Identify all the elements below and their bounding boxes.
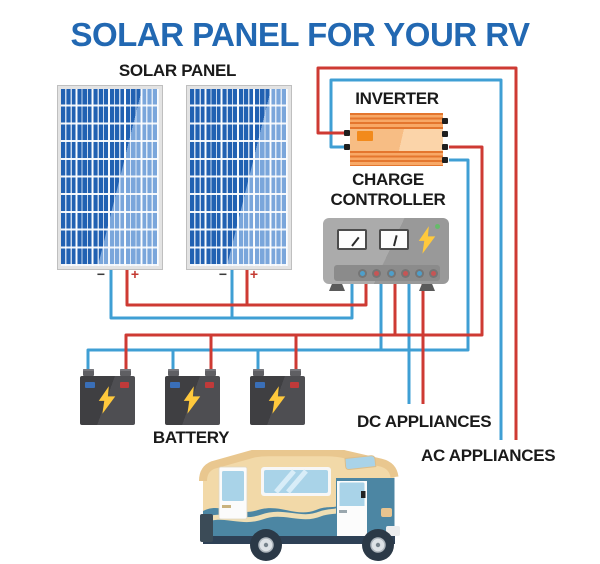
solar-panel-2: [187, 86, 291, 269]
battery-negative-badge: [170, 382, 180, 388]
battery-negative-post: [253, 369, 264, 376]
controller-terminal-negative: [387, 268, 396, 278]
battery-negative-post: [168, 369, 179, 376]
inverter-terminal: [442, 157, 448, 163]
solar-panel-1: [58, 86, 162, 269]
controller-terminal-negative: [415, 268, 424, 278]
battery-positive-badge: [120, 382, 129, 388]
wire-ac-negative: [329, 78, 503, 440]
battery-positive-badge: [290, 382, 299, 388]
charge-controller: [323, 218, 449, 291]
panel1-positive-mark: +: [130, 266, 140, 282]
controller-terminal-positive: [429, 268, 438, 278]
gauge-needle: [351, 236, 360, 247]
wire-battery-negative-bus: [86, 158, 470, 371]
battery-positive-badge: [205, 382, 214, 388]
rv-rear-wheel: [250, 529, 282, 561]
panel2-negative-mark: −: [218, 266, 228, 282]
inverter-terminal: [442, 144, 448, 150]
inverter-fins-bottom: [350, 151, 443, 166]
controller-terminal-positive: [372, 268, 381, 278]
battery-positive-post: [120, 369, 131, 376]
battery-1: [80, 369, 135, 425]
battery-negative-badge: [255, 382, 265, 388]
inverter-terminal: [344, 144, 350, 150]
charge-controller-label-line2: CONTROLLER: [330, 190, 446, 209]
wire-battery-positive-bus: [124, 145, 484, 371]
inverter: [344, 113, 448, 166]
rv-body: [199, 450, 400, 561]
rv-fender-patch: [381, 508, 392, 517]
rv-roof-band: [199, 450, 399, 482]
rv-door-handle: [222, 505, 231, 508]
battery-2: [165, 369, 220, 425]
rv-rear-bumper: [200, 514, 213, 542]
rv-front-bumper: [386, 526, 400, 536]
controller-foot: [419, 284, 435, 291]
battery-positive-post: [205, 369, 216, 376]
rv-skirt: [203, 536, 395, 544]
inverter-terminal: [442, 118, 448, 124]
lightning-icon: [98, 386, 116, 414]
battery-negative-badge: [85, 382, 95, 388]
positive-wires: [124, 66, 518, 440]
gauge-icon: [337, 229, 367, 250]
rv-front-wheel: [362, 529, 394, 561]
charge-controller-label-line1: CHARGE: [352, 170, 424, 189]
controller-terminal-negative: [358, 268, 367, 278]
battery-label: BATTERY: [152, 428, 230, 447]
battery-negative-post: [83, 369, 94, 376]
rv-door-window: [222, 471, 244, 501]
status-led: [435, 224, 440, 229]
rv-cab-door-handle: [339, 510, 347, 513]
inverter-terminal: [442, 131, 448, 137]
solar-panel-label: SOLAR PANEL: [118, 61, 237, 80]
rv-cabover-window: [344, 455, 377, 471]
rv-window-glare: [274, 469, 308, 494]
rv-illustration: [199, 450, 400, 561]
panel2-positive-mark: +: [249, 266, 259, 282]
wire-ac-positive: [316, 66, 518, 440]
inverter-faceplate: [350, 129, 443, 151]
charge-controller-label: CHARGE CONTROLLER: [308, 170, 468, 210]
inverter-fins-top: [350, 113, 443, 129]
battery-3: [250, 369, 305, 425]
negative-wires: [86, 78, 503, 440]
ac-appliances-label: AC APPLIANCES: [421, 446, 556, 465]
inverter-display: [357, 131, 373, 141]
page-title: SOLAR PANEL FOR YOUR RV: [70, 16, 530, 53]
dc-appliances-label: DC APPLIANCES: [357, 412, 492, 431]
controller-terminal-strip: [334, 265, 440, 281]
lightning-icon: [418, 226, 436, 254]
panel1-negative-mark: −: [96, 266, 106, 282]
lightning-icon: [268, 386, 286, 414]
rv-mirror: [361, 491, 366, 498]
controller-terminal-positive: [401, 268, 410, 278]
gauge-icon: [379, 229, 409, 250]
gauge-needle: [393, 235, 398, 247]
controller-foot: [329, 284, 345, 291]
lightning-icon: [183, 386, 201, 414]
battery-positive-post: [290, 369, 301, 376]
rv-windshield: [339, 482, 365, 506]
inverter-label: INVERTER: [355, 89, 439, 108]
inverter-terminal: [344, 130, 350, 136]
